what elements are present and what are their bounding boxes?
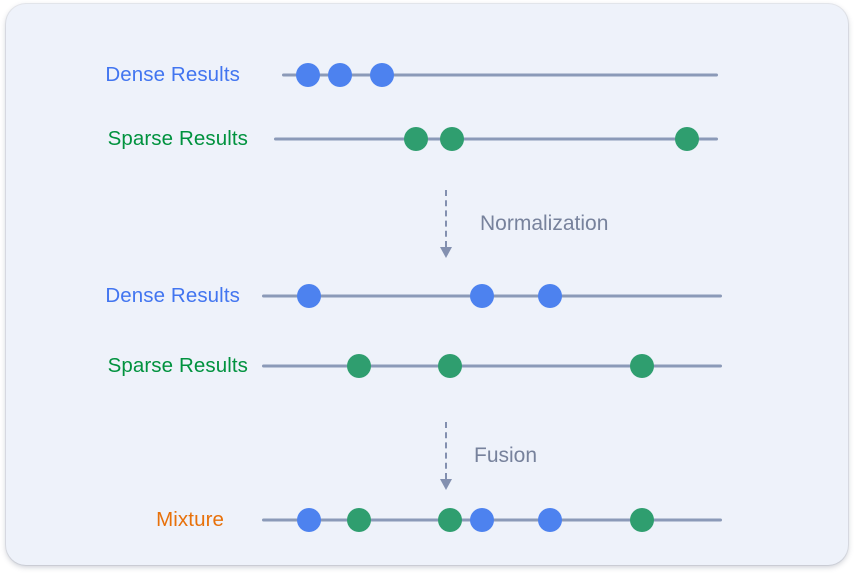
step-label-fusion: Fusion (474, 444, 538, 467)
step-label-normalization: Normalization (480, 212, 609, 235)
result-dot-norm-dense-1 (470, 284, 494, 308)
axis-line-raw-sparse (274, 137, 718, 141)
arrow-shaft-fusion (445, 422, 447, 479)
result-dot-raw-dense-1 (328, 63, 352, 87)
result-dot-norm-sparse-0 (347, 354, 371, 378)
row-label-norm-dense: Dense Results (105, 284, 240, 307)
result-dot-mixture-1 (347, 508, 371, 532)
arrow-head-fusion (440, 479, 452, 490)
result-dot-mixture-2 (438, 508, 462, 532)
row-label-mixture: Mixture (156, 508, 224, 531)
result-dot-raw-dense-2 (370, 63, 394, 87)
axis-line-raw-dense (282, 73, 718, 77)
row-label-raw-sparse: Sparse Results (107, 127, 248, 150)
row-label-raw-dense: Dense Results (105, 63, 240, 86)
axis-line-norm-sparse (262, 364, 722, 368)
result-dot-mixture-4 (538, 508, 562, 532)
result-dot-raw-sparse-1 (440, 127, 464, 151)
result-dot-norm-dense-2 (538, 284, 562, 308)
row-label-norm-sparse: Sparse Results (107, 354, 248, 377)
result-dot-norm-dense-0 (297, 284, 321, 308)
result-dot-mixture-0 (297, 508, 321, 532)
result-dot-norm-sparse-1 (438, 354, 462, 378)
result-dot-norm-sparse-2 (630, 354, 654, 378)
result-dot-raw-sparse-0 (404, 127, 428, 151)
result-dot-mixture-3 (470, 508, 494, 532)
result-dot-raw-sparse-2 (675, 127, 699, 151)
result-dot-raw-dense-0 (296, 63, 320, 87)
arrow-shaft-normalization (445, 190, 447, 247)
arrow-head-normalization (440, 247, 452, 258)
result-dot-mixture-5 (630, 508, 654, 532)
